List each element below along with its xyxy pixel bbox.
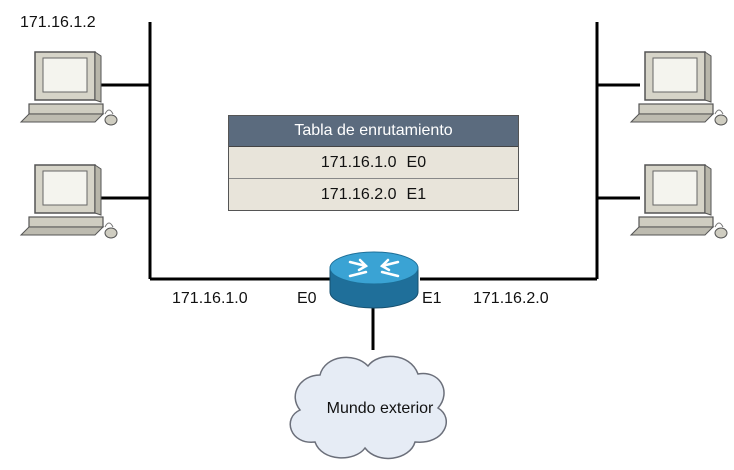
router-icon <box>329 251 419 309</box>
routing-table: Tabla de enrutamiento 171.16.1.0 E0 171.1… <box>228 115 519 211</box>
cloud-icon <box>289 355 447 460</box>
right-interface-label: E1 <box>422 290 442 307</box>
routing-table-title: Tabla de enrutamiento <box>229 116 518 147</box>
computer-icon <box>630 164 728 239</box>
right-network-label: 171.16.2.0 <box>473 290 549 307</box>
routing-table-row: 171.16.1.0 E0 <box>229 147 518 179</box>
route-network: 171.16.1.0 <box>320 154 397 171</box>
computer-icon <box>20 51 118 126</box>
route-interface: E1 <box>406 186 427 203</box>
left-interface-label: E0 <box>297 290 317 307</box>
route-interface: E0 <box>406 154 427 171</box>
host-address-label: 171.16.1.2 <box>20 14 96 31</box>
left-network-label: 171.16.1.0 <box>172 290 248 307</box>
computer-icon <box>20 164 118 239</box>
route-network: 171.16.2.0 <box>320 186 397 203</box>
routing-table-row: 171.16.2.0 E1 <box>229 179 518 210</box>
network-links <box>100 22 640 350</box>
computer-icon <box>630 51 728 126</box>
cloud-label: Mundo exterior <box>326 400 434 417</box>
